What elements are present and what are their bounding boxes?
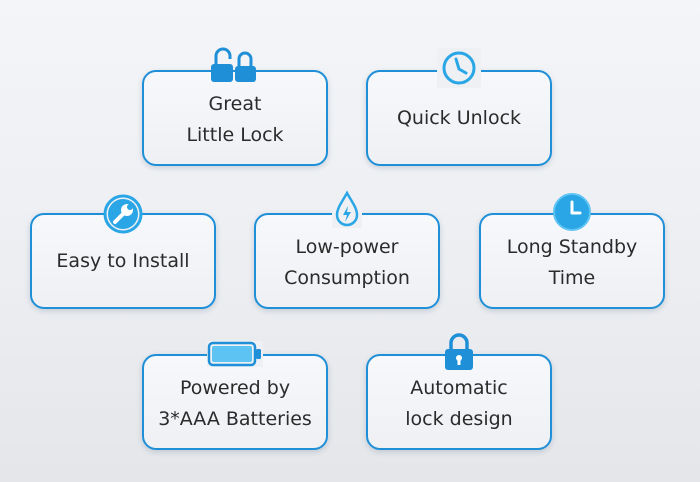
padlock-icon <box>442 332 476 372</box>
feature-card-powered-by-batteries: Powered by 3*AAA Batteries <box>142 354 328 450</box>
feature-label-line: Little Lock <box>186 124 284 146</box>
feature-label-line: Time <box>548 267 596 289</box>
feature-label-line: Low-power <box>295 236 399 258</box>
feature-label-line: Consumption <box>284 267 410 289</box>
feature-label-line: Quick Unlock <box>396 106 522 129</box>
feature-label-line: Automatic <box>410 377 508 399</box>
feature-label-line: lock design <box>405 408 513 430</box>
feature-label-line: Powered by <box>179 377 291 399</box>
feature-label-line: 3*AAA Batteries <box>158 408 312 430</box>
feature-label-line: Long Standby <box>506 236 638 258</box>
feature-card-low-power-consumption: Low-power Consumption <box>254 213 440 309</box>
double-padlock-icon <box>208 45 260 85</box>
feature-card-great-little-lock: Great Little Lock <box>142 70 328 166</box>
battery-icon <box>206 340 264 368</box>
power-drop-icon <box>332 190 362 228</box>
clock-filled-icon <box>551 191 593 233</box>
clock-outline-icon <box>437 48 481 88</box>
wrench-icon <box>102 193 144 235</box>
feature-card-easy-to-install: Easy to Install <box>30 213 216 309</box>
feature-label-line: Great <box>208 93 262 115</box>
feature-label-line: Easy to Install <box>56 249 190 272</box>
